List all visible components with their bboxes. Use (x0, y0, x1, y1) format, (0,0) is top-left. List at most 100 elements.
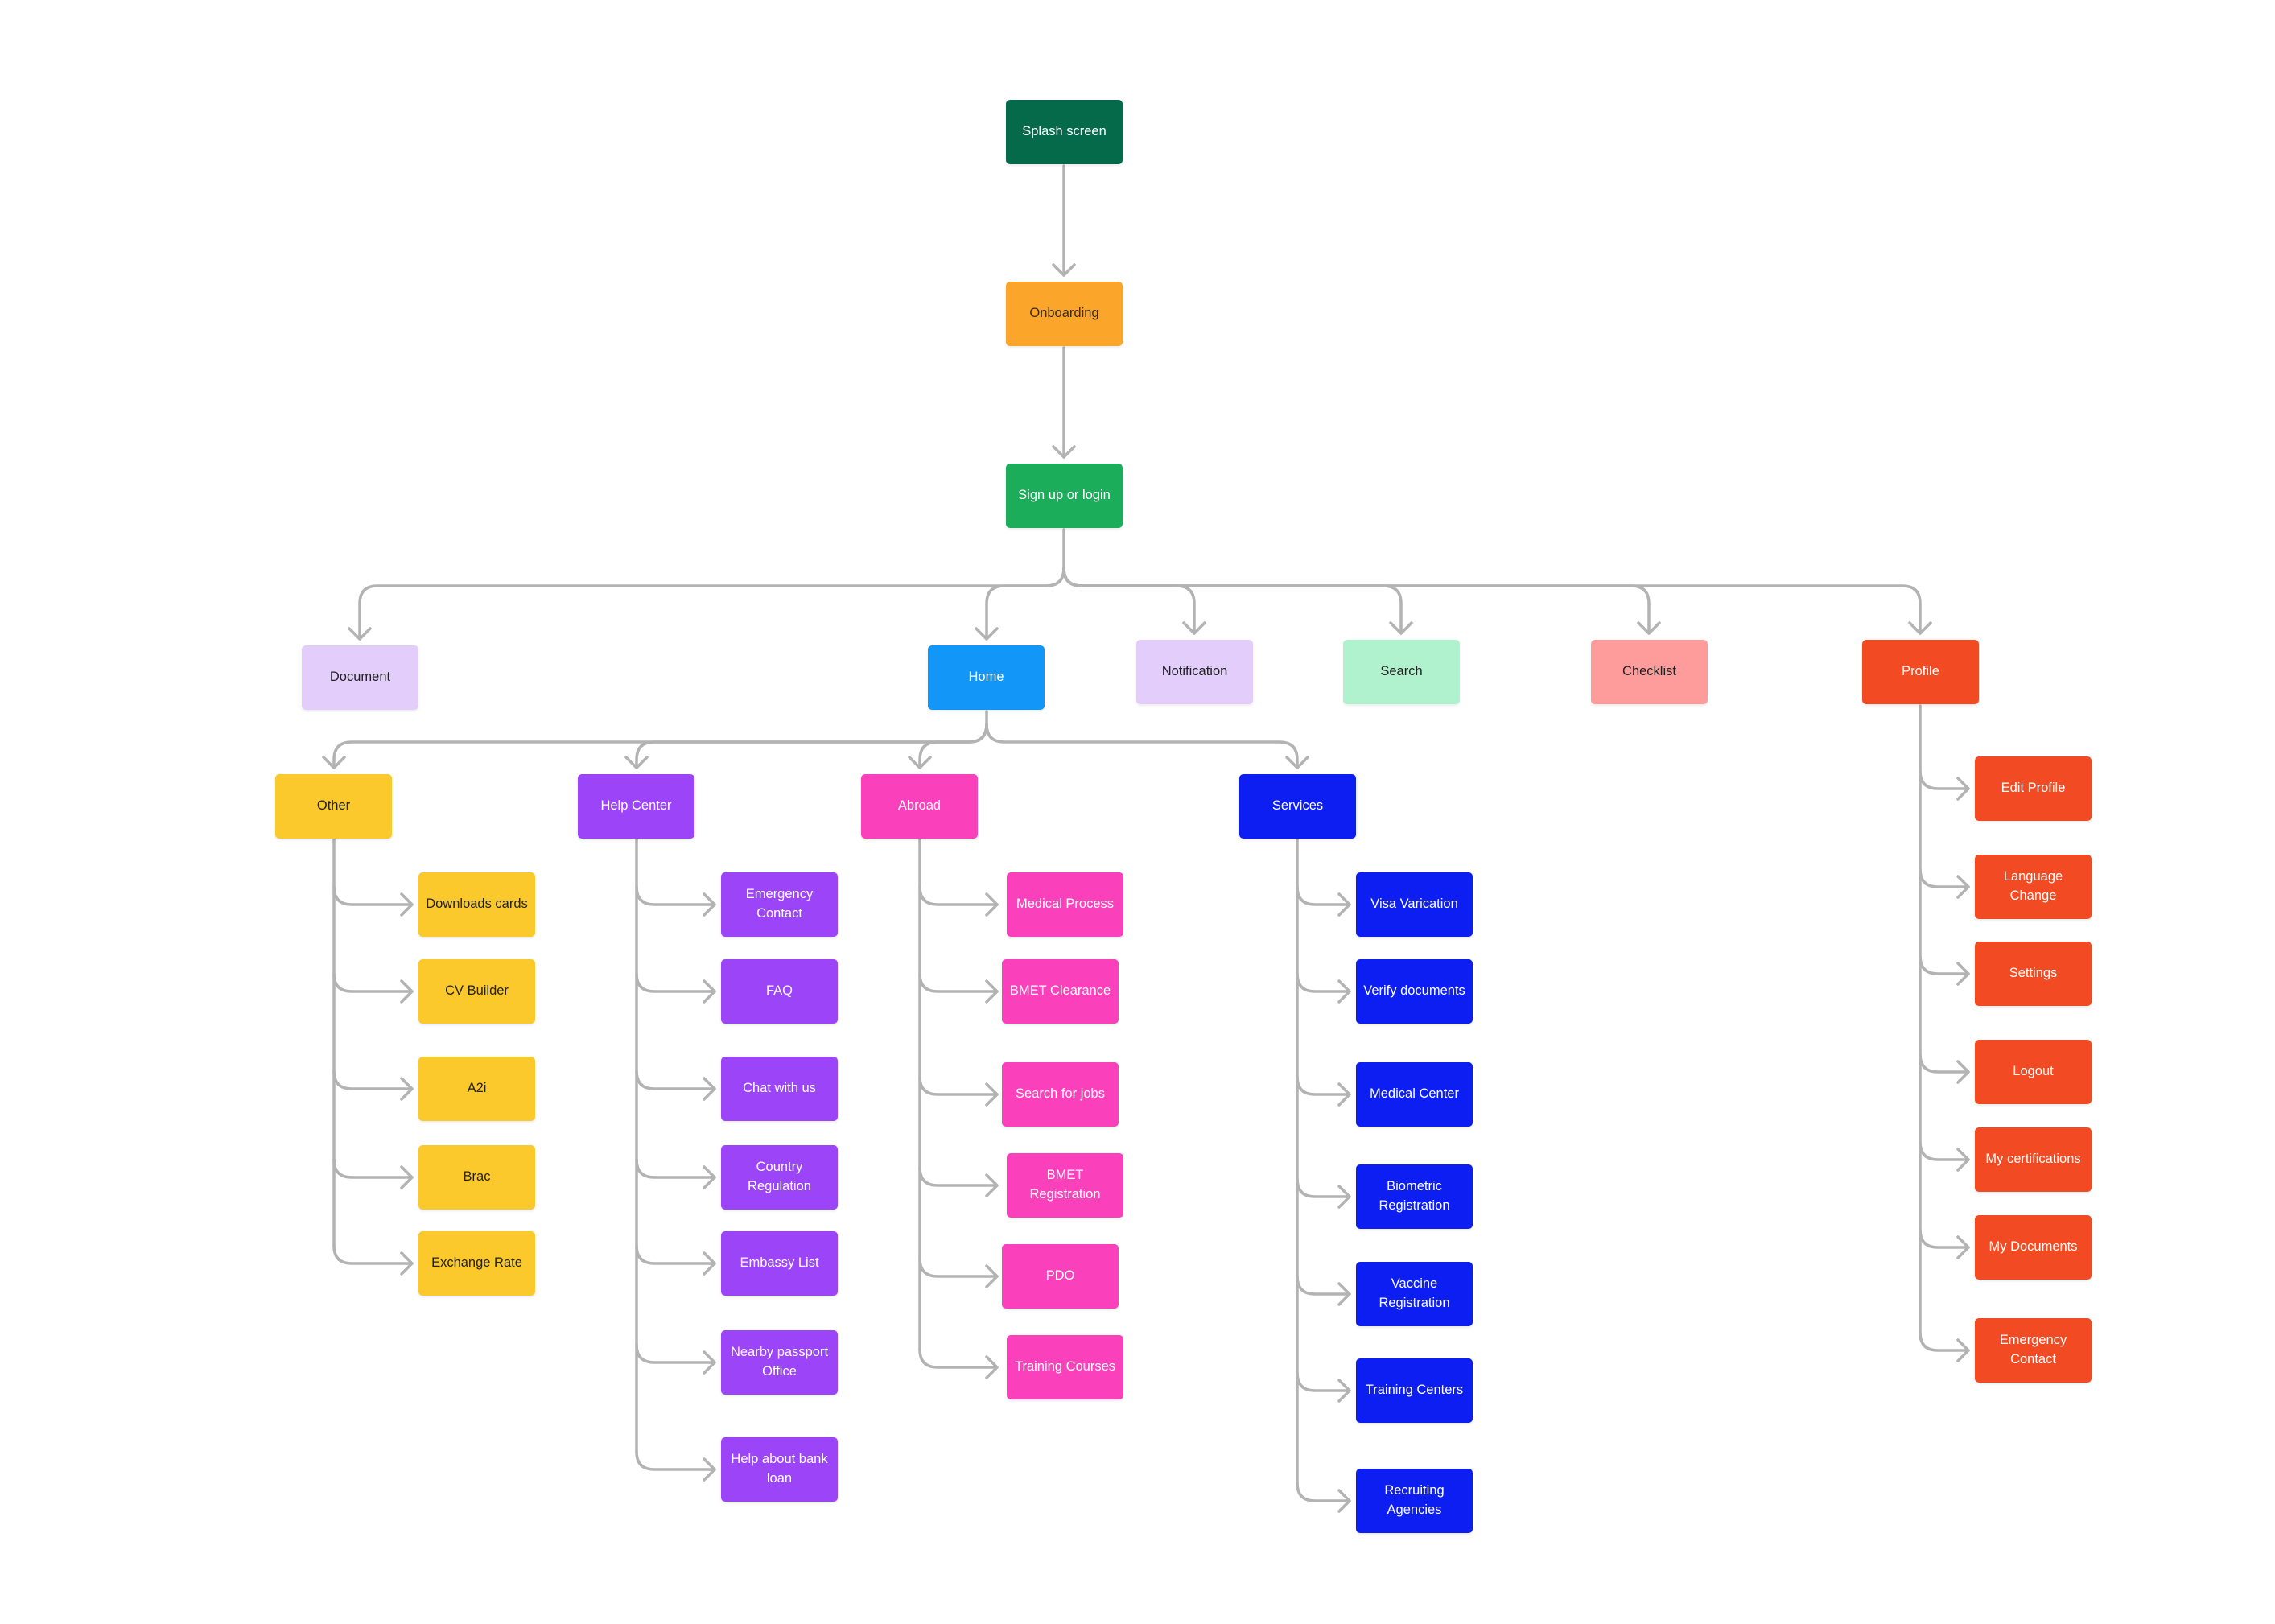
services-child-node[interactable]: Verify documents (1356, 959, 1473, 1024)
arrow-head-icon (1956, 1235, 1970, 1259)
arrow-head-icon (400, 1077, 414, 1101)
splash-screen-node[interactable]: Splash screen (1006, 100, 1123, 164)
services-child-node[interactable]: Vaccine Registration (1356, 1262, 1473, 1326)
arrow-head-icon (985, 892, 999, 917)
checklist-node[interactable]: Checklist (1591, 640, 1708, 704)
help-child-node[interactable]: Nearby passport Office (721, 1330, 838, 1395)
arrow-head-icon (400, 979, 414, 1004)
profile-node[interactable]: Profile (1862, 640, 1979, 704)
help-child-node[interactable]: Help about bank loan (721, 1437, 838, 1502)
arrow-head-icon (1337, 1379, 1351, 1403)
abroad-child-node[interactable]: Medical Process (1007, 872, 1123, 937)
other-node[interactable]: Other (275, 774, 392, 839)
document-node[interactable]: Document (302, 645, 418, 710)
connector-line (1919, 868, 1970, 888)
abroad-child-node[interactable]: BMET Registration (1007, 1153, 1123, 1218)
notification-node[interactable]: Notification (1136, 640, 1253, 704)
arrow-head-icon (1956, 1060, 1970, 1084)
node-label: Splash screen (1022, 124, 1107, 139)
arrow-head-icon (703, 1251, 716, 1276)
connector-line (1919, 954, 1970, 975)
node-label: A2i (467, 1081, 487, 1096)
connector-line (918, 972, 999, 993)
abroad-child-node[interactable]: BMET Clearance (1002, 959, 1119, 1024)
connector-line (1919, 1331, 1970, 1352)
profile-child-node[interactable]: Settings (1975, 942, 2092, 1006)
abroad-node[interactable]: Abroad (861, 774, 978, 839)
arrow-head-icon (1182, 621, 1206, 635)
profile-child-node[interactable]: My Documents (1975, 1215, 2092, 1280)
home-node[interactable]: Home (928, 645, 1045, 710)
abroad-child-node[interactable]: Search for jobs (1002, 1062, 1119, 1127)
connector-line (635, 1244, 716, 1265)
node-label: Help about bank loan (731, 1452, 828, 1486)
connector-line (635, 1070, 716, 1090)
node-label: Logout (2013, 1064, 2054, 1079)
connector-line (635, 972, 716, 993)
sign-up-or-login-node[interactable]: Sign up or login (1006, 464, 1123, 528)
profile-child-node[interactable]: Logout (1975, 1040, 2092, 1104)
services-child-node[interactable]: Visa Varication (1356, 872, 1473, 937)
node-label: Abroad (897, 798, 942, 814)
profile-child-node[interactable]: Edit Profile (1975, 756, 2092, 821)
profile-child-node[interactable]: My certifications (1975, 1127, 2092, 1192)
node-label: Medical Process (1016, 896, 1115, 912)
help-child-node[interactable]: Country Regulation (721, 1145, 838, 1210)
other-child-node[interactable]: Exchange Rate (418, 1231, 535, 1296)
node-label: Nearby passport Office (730, 1345, 829, 1379)
node-label: Settings (2009, 966, 2058, 981)
services-child-node[interactable]: Training Centers (1356, 1358, 1473, 1423)
node-label: Sign up or login (1018, 488, 1111, 503)
node-label: Recruiting Agencies (1384, 1483, 1445, 1517)
other-child-node[interactable]: CV Builder (418, 959, 535, 1024)
profile-child-node[interactable]: Emergency Contact (1975, 1318, 2092, 1383)
other-child-node[interactable]: Downloads cards (418, 872, 535, 937)
node-label: Downloads cards (426, 896, 528, 912)
arrow-head-icon (703, 892, 716, 917)
help-center-node[interactable]: Help Center (578, 774, 694, 839)
arrow-head-icon (703, 1077, 716, 1101)
services-node[interactable]: Services (1239, 774, 1356, 839)
arrow-head-icon (348, 627, 372, 641)
node-label: Notification (1161, 664, 1228, 679)
arrow-head-icon (1956, 1338, 1970, 1362)
connector-line (1919, 769, 1970, 790)
connector-line (1919, 1053, 1970, 1074)
services-child-node[interactable]: Recruiting Agencies (1356, 1469, 1473, 1533)
arrow-head-icon (1956, 777, 1970, 801)
node-label: BMET Registration (1029, 1168, 1101, 1202)
arrow-head-icon (400, 1251, 414, 1276)
services-child-node[interactable]: Medical Center (1356, 1062, 1473, 1127)
other-child-node[interactable]: A2i (418, 1057, 535, 1121)
node-label: Checklist (1622, 664, 1676, 679)
node-label: Search for jobs (1016, 1086, 1105, 1102)
node-label: PDO (1045, 1268, 1075, 1284)
connector-line (918, 723, 988, 769)
profile-child-node[interactable]: Language Change (1975, 855, 2092, 919)
connector-line (918, 1257, 999, 1278)
arrow-head-icon (1337, 1489, 1351, 1513)
node-label: FAQ (765, 983, 793, 999)
arrow-head-icon (1637, 621, 1661, 635)
search-node[interactable]: Search (1343, 640, 1460, 704)
connector-line (1062, 567, 1196, 635)
arrow-head-icon (1337, 1082, 1351, 1107)
abroad-child-node[interactable]: Training Courses (1007, 1335, 1123, 1399)
onboarding-node[interactable]: Onboarding (1006, 282, 1123, 346)
arrow-head-icon (1337, 1282, 1351, 1306)
other-child-node[interactable]: Brac (418, 1145, 535, 1210)
arrow-head-icon (703, 1457, 716, 1482)
abroad-child-node[interactable]: PDO (1002, 1244, 1119, 1309)
help-child-node[interactable]: FAQ (721, 959, 838, 1024)
connector-line (358, 567, 1065, 641)
arrow-head-icon (908, 756, 932, 769)
help-child-node[interactable]: Emergency Contact (721, 872, 838, 937)
connector-line (332, 1244, 414, 1265)
services-child-node[interactable]: Biometric Registration (1356, 1164, 1473, 1229)
connector-line (918, 885, 999, 906)
node-label: Document (329, 670, 391, 685)
help-child-node[interactable]: Chat with us (721, 1057, 838, 1121)
help-child-node[interactable]: Embassy List (721, 1231, 838, 1296)
arrow-head-icon (1908, 621, 1932, 635)
